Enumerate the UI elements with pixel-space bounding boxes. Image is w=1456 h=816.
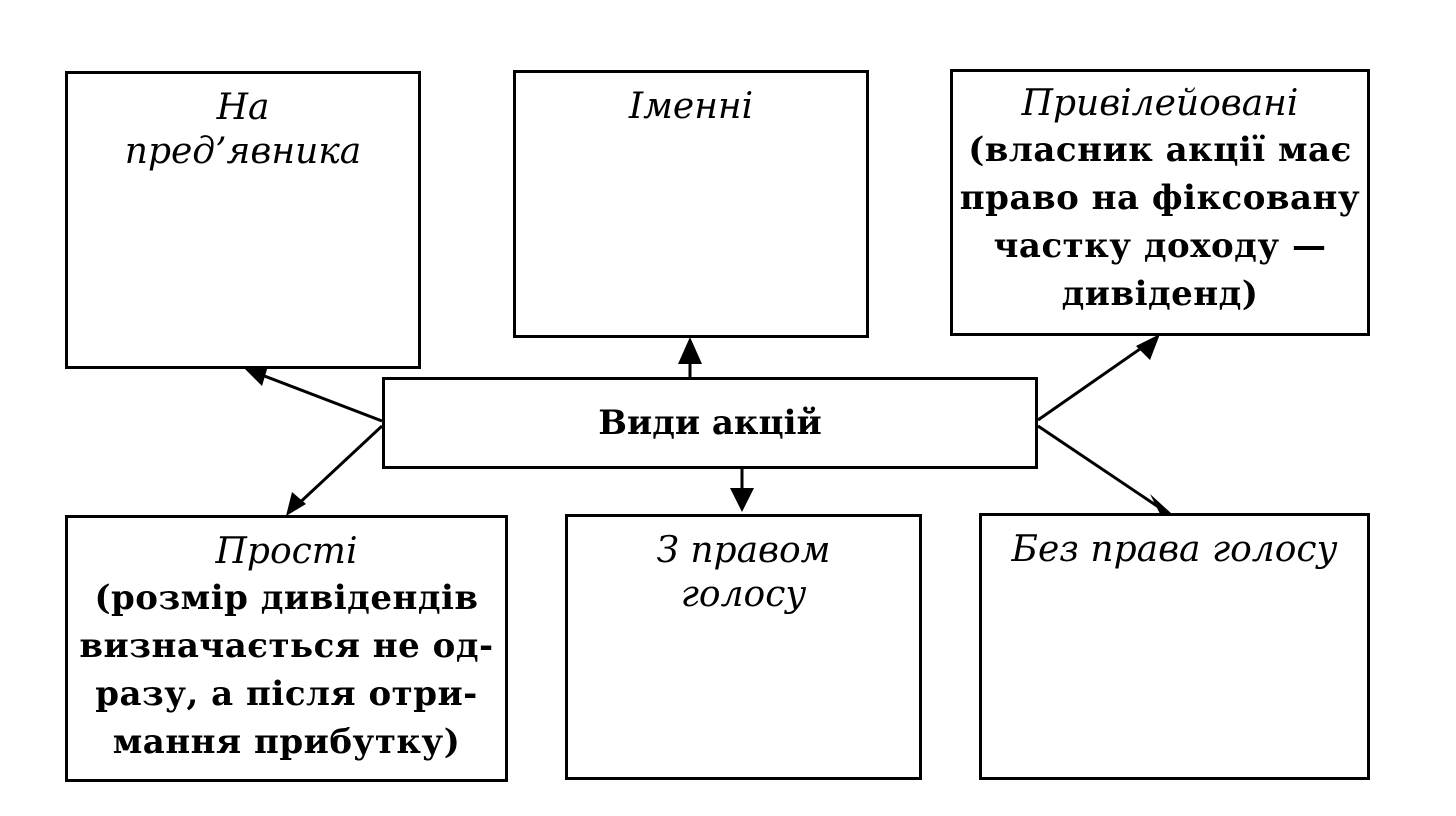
arrow-to-bearer xyxy=(253,370,383,423)
box-preferred-title: Привілейовані xyxy=(1021,83,1299,124)
arrowhead-common xyxy=(286,492,306,516)
box-preferred-desc-line: дивіденд) xyxy=(1061,274,1259,314)
box-bearer-title-line2: пред’явника xyxy=(124,131,362,172)
box-preferred-desc-line: частку доходу — xyxy=(993,226,1327,266)
arrow-to-nonvoting xyxy=(1037,424,1161,510)
box-nonvoting-title: Без права голосу xyxy=(1011,529,1338,570)
box-nonvoting-shares: Без права голосу xyxy=(979,513,1370,780)
box-common-shares: Прості (розмір дивідендів визначається н… xyxy=(65,515,508,782)
box-common-desc-line: (розмір дивідендів xyxy=(94,578,479,618)
box-bearer-title-line1: На xyxy=(216,87,270,128)
center-label: Види акцій xyxy=(598,403,822,443)
center-box-share-types: Види акцій xyxy=(382,377,1038,469)
box-preferred-desc-line: (власник акції має xyxy=(968,130,1352,170)
box-voting-shares: З правом голосу xyxy=(565,514,922,780)
box-registered-title: Іменні xyxy=(628,86,754,127)
arrowhead-bearer xyxy=(244,366,268,386)
arrow-to-preferred xyxy=(1037,340,1151,422)
box-preferred-desc-line: право на фіксовану xyxy=(959,178,1361,218)
box-common-desc-line: мання прибутку) xyxy=(112,722,461,762)
arrowhead-registered xyxy=(678,337,702,364)
arrowhead-voting xyxy=(730,488,754,512)
box-bearer-shares: На пред’явника xyxy=(65,71,421,369)
box-common-desc-line: визначається не од- xyxy=(79,626,494,666)
arrowhead-nonvoting xyxy=(1150,494,1172,514)
arrowhead-preferred xyxy=(1136,334,1160,360)
box-common-title: Прості xyxy=(215,531,358,572)
box-preferred-shares: Привілейовані (власник акції має право н… xyxy=(950,69,1370,336)
arrow-to-common xyxy=(292,424,384,510)
box-common-desc-line: разу, а після отри- xyxy=(95,674,478,714)
box-registered-shares: Іменні xyxy=(513,70,869,338)
box-voting-title-line1: З правом xyxy=(656,530,831,571)
box-voting-title-line2: голосу xyxy=(680,574,807,615)
